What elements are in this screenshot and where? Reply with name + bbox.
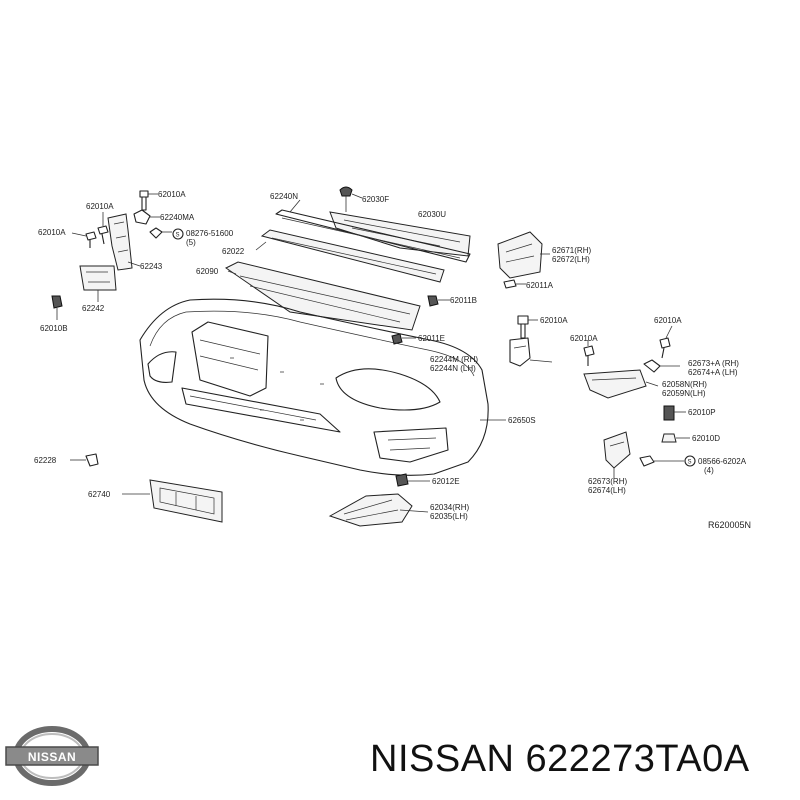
callout-62672-lh: 62672(LH) xyxy=(552,255,590,264)
svg-text:S: S xyxy=(688,460,692,466)
callout-62228: 62228 xyxy=(34,456,57,465)
right-bracket-group: S xyxy=(583,325,696,478)
center-bracket-group xyxy=(497,231,553,367)
callout-62030U: 62030U xyxy=(418,210,446,219)
callout-62010D: 62010D xyxy=(692,434,720,443)
callout-62010A-top: 62010A xyxy=(158,190,186,199)
callout-62671-rh: 62671(RH) xyxy=(552,246,591,255)
callout-62740: 62740 xyxy=(88,490,111,499)
callout-62011A: 62011A xyxy=(526,281,554,290)
callout-labels: 62010A 62010A 62010A 62240MA 08276-51600… xyxy=(34,190,751,530)
callout-62022: 62022 xyxy=(222,247,245,256)
callout-62010A-r2: 62010A xyxy=(654,316,682,325)
callout-08276-qty: (5) xyxy=(186,238,196,247)
callout-62034-rh: 62034(RH) xyxy=(430,503,469,512)
callout-62674A-lh: 62674+A (LH) xyxy=(688,368,738,377)
callout-08566-qty: (4) xyxy=(704,466,714,475)
callout-62010B: 62010B xyxy=(40,324,68,333)
callout-08566-6202A: 08566-6202A xyxy=(698,457,747,466)
left-bracket-group: S xyxy=(51,190,184,320)
callout-62673-rh: 62673(RH) xyxy=(588,477,627,486)
nissan-logo: NISSAN xyxy=(5,726,99,786)
lower-left-group xyxy=(70,453,223,523)
callout-62673A-rh: 62673+A (RH) xyxy=(688,359,739,368)
callout-62011E: 62011E xyxy=(418,334,445,343)
callout-08276-51600: 08276-51600 xyxy=(186,229,234,238)
lower-center-group xyxy=(328,473,430,527)
callout-62010A-mid: 62010A xyxy=(540,316,568,325)
callout-62058N-rh: 62058N(RH) xyxy=(662,380,707,389)
callout-62244M-rh: 62244M (RH) xyxy=(430,355,478,364)
bumper-fascia-62650S xyxy=(139,298,506,476)
callout-62240N: 62240N xyxy=(270,192,298,201)
callout-62035-lh: 62035(LH) xyxy=(430,512,468,521)
callout-62240MA: 62240MA xyxy=(160,213,195,222)
diagram-reference: R620005N xyxy=(708,520,751,530)
svg-text:S: S xyxy=(176,233,180,239)
part-title: NISSAN 622273TA0A xyxy=(370,738,750,780)
callout-62010A-r1: 62010A xyxy=(570,334,598,343)
callout-62010P: 62010P xyxy=(688,408,716,417)
callout-62650S: 62650S xyxy=(508,416,536,425)
callout-62059N-lh: 62059N(LH) xyxy=(662,389,706,398)
callout-62674-lh: 62674(LH) xyxy=(588,486,626,495)
callout-62030F: 62030F xyxy=(362,195,389,204)
callout-62011B: 62011B xyxy=(450,296,477,305)
callout-62012E: 62012E xyxy=(432,477,460,486)
callout-62010A-left: 62010A xyxy=(38,228,66,237)
logo-wordmark: NISSAN xyxy=(28,750,76,764)
callout-62242: 62242 xyxy=(82,304,105,313)
callout-62244N-lh: 62244N (LH) xyxy=(430,364,476,373)
callout-62010A-upper: 62010A xyxy=(86,202,114,211)
callout-62090: 62090 xyxy=(196,267,219,276)
callout-62243: 62243 xyxy=(140,262,163,271)
upper-reinforcement-group xyxy=(225,186,471,345)
